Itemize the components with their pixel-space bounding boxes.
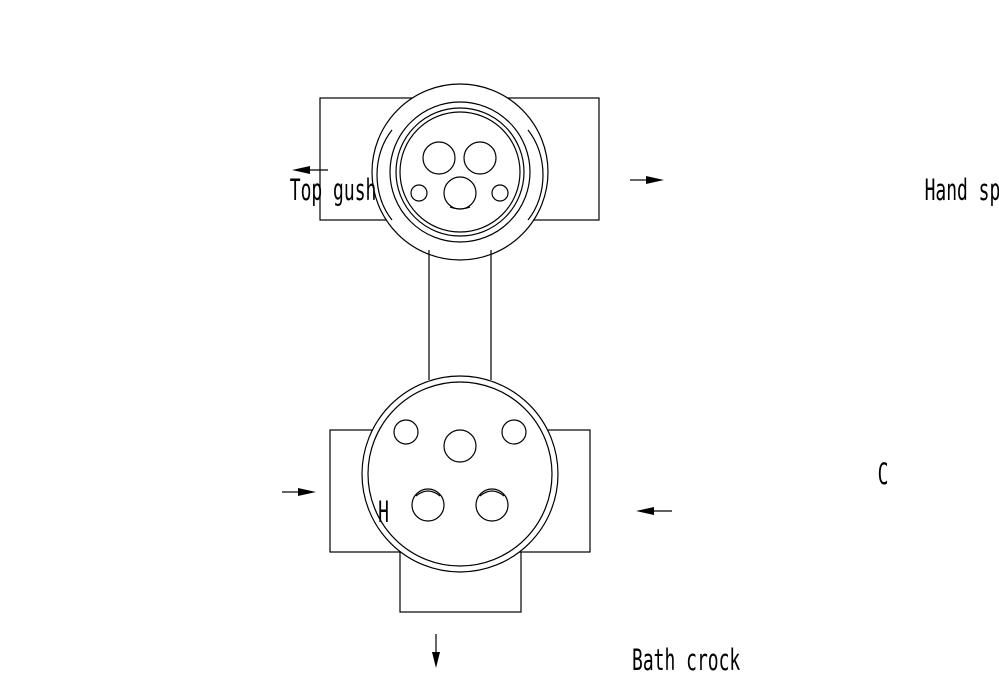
arrow-bath-crock [432, 634, 440, 668]
label-top-gush: Top gush [290, 174, 377, 208]
lower-body-outer [361, 375, 559, 573]
upper-hole-3 [410, 184, 428, 202]
label-hand-spray: Hand spray [925, 174, 999, 208]
upper-body-outer [371, 83, 549, 261]
upper-hole-2 [463, 141, 497, 175]
upper-hole-5 [491, 184, 509, 202]
upper-hole-detail [449, 206, 471, 210]
arrow-cold-inlet [636, 507, 672, 515]
arrow-hot-inlet [282, 488, 316, 496]
upper-flange-left [376, 129, 393, 221]
lower-hole-5 [475, 488, 509, 522]
lower-body-inner [367, 381, 553, 567]
lower-hole-2 [443, 429, 477, 463]
lower-hole-5-detail [479, 490, 505, 497]
upper-body-inner [389, 101, 531, 243]
upper-cartridge-inner [399, 111, 521, 233]
lower-hole-3 [501, 419, 527, 445]
upper-hole-1 [422, 141, 456, 175]
upper-cartridge-outer [395, 107, 525, 237]
connecting-pipe [428, 250, 492, 380]
lower-hole-4-detail [415, 490, 441, 497]
lower-hole-1 [393, 419, 419, 445]
label-hot: H [378, 496, 389, 530]
lower-mixer [329, 375, 591, 613]
label-bath-crock: Bath crock [632, 644, 741, 678]
arrow-hand-spray [630, 176, 664, 184]
lower-hole-4 [411, 488, 445, 522]
arrow-top-gush [292, 166, 328, 174]
upper-diverter [319, 83, 600, 261]
label-cold: C [878, 458, 889, 492]
upper-flange-right [527, 129, 544, 221]
